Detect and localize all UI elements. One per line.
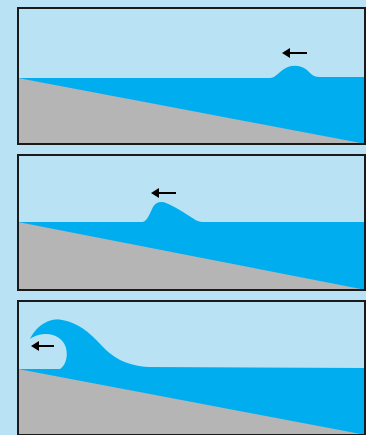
panel-3	[17, 300, 366, 435]
panel-2-seafloor	[18, 222, 366, 290]
panel-3-arrow-icon	[31, 341, 54, 351]
panel-1-frame	[17, 7, 366, 145]
panel-1-arrow-icon	[282, 48, 307, 58]
panel-2-frame	[17, 154, 366, 291]
panel-2-arrow-icon	[151, 188, 176, 198]
panel-3-frame	[17, 300, 366, 435]
panel-3-seafloor	[18, 369, 366, 435]
panel-1	[17, 7, 366, 145]
panel-1-seafloor	[18, 78, 366, 144]
panel-2	[17, 154, 366, 291]
